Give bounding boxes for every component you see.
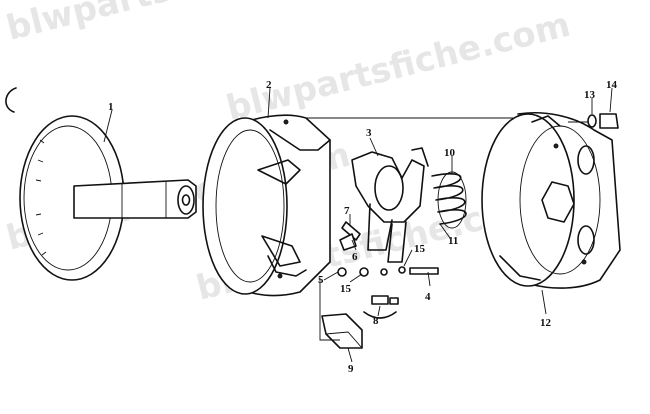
part-8-roller <box>371 295 389 305</box>
cover-rivet <box>283 119 289 125</box>
part-15-washer <box>380 268 388 276</box>
leader-5 <box>323 271 339 281</box>
callout-10: 10 <box>444 147 456 159</box>
cover-rivet <box>277 273 283 279</box>
part-2-clutch-cover <box>202 114 520 297</box>
part-12-driven-drum <box>481 111 621 289</box>
washer <box>587 114 597 128</box>
callout-14: 14 <box>606 79 618 91</box>
shaft-end <box>177 185 195 215</box>
cover-top-bracket <box>269 129 331 151</box>
leader-9 <box>347 347 353 363</box>
leader-14 <box>609 87 613 113</box>
spider-ear <box>411 147 429 167</box>
bolt <box>599 113 619 129</box>
leader-6 <box>351 239 357 251</box>
part-1-drive-disc <box>19 115 197 281</box>
part-6-bushing <box>339 233 357 251</box>
leader-15b <box>349 273 363 283</box>
cover-inner-lip <box>215 129 285 283</box>
callout-9: 9 <box>348 363 354 375</box>
part-8-pin <box>389 297 399 305</box>
callout-1: 1 <box>108 101 114 113</box>
cover-tab <box>267 255 307 277</box>
weight-arm-left <box>367 203 393 251</box>
drum-port <box>577 225 595 255</box>
part-8-bracket <box>363 311 397 319</box>
leader-lines <box>103 87 613 363</box>
edge-mark <box>5 87 17 113</box>
callout-3: 3 <box>366 127 372 139</box>
part-7-pin <box>341 221 361 241</box>
shaft <box>73 179 197 219</box>
part-9-shoe <box>319 278 363 349</box>
callout-15: 15 <box>414 243 426 255</box>
part-4-bolt <box>409 267 439 275</box>
drum-lug-bottom <box>499 255 541 281</box>
spring-coils <box>431 172 467 225</box>
leader-1 <box>103 109 113 143</box>
watermark-text: blwpartsfiche.com <box>3 0 355 49</box>
callout-5: 5 <box>318 274 324 286</box>
drum-face <box>481 113 575 287</box>
leader-11 <box>439 223 451 239</box>
callout-7: 7 <box>344 205 350 217</box>
spider-hub <box>374 165 404 211</box>
drum-lug-top <box>531 115 561 127</box>
callout-13: 13 <box>584 89 596 101</box>
part-5-nut <box>337 267 347 277</box>
spider-body <box>351 151 425 223</box>
leader-2 <box>267 87 271 119</box>
shoe-body <box>321 313 363 349</box>
disc-shading <box>35 139 47 256</box>
callout-12: 12 <box>540 317 552 329</box>
callout-6: 6 <box>352 251 358 263</box>
weight-arm-right <box>387 221 407 263</box>
callout-8: 8 <box>373 315 379 327</box>
part-13-14-bolt <box>568 113 619 129</box>
drum-port <box>577 145 595 175</box>
callout-15: 15 <box>340 283 352 295</box>
drum-hex-bore <box>541 181 575 223</box>
small-hardware <box>337 221 439 319</box>
shaft-bore <box>181 194 191 206</box>
callout-2: 2 <box>266 79 272 91</box>
callout-4: 4 <box>425 291 431 303</box>
callout-11: 11 <box>448 235 458 247</box>
part-15-washer <box>398 266 406 274</box>
leader-12 <box>541 289 547 315</box>
cover-arm-lower <box>261 235 301 267</box>
leader-8 <box>377 305 381 317</box>
cover-arm-upper <box>257 159 301 185</box>
part-3-spider-assembly <box>351 147 429 263</box>
leader-15a <box>403 249 413 267</box>
leader-3 <box>369 137 379 157</box>
watermark-text: blwpartsfiche.com <box>223 5 575 129</box>
cover-rim <box>202 117 288 295</box>
drum-rivet <box>553 143 559 149</box>
callout-labels: 1 2 3 4 5 6 7 8 9 10 11 12 13 14 15 15 <box>108 79 618 375</box>
shoe-guide-line <box>319 278 340 341</box>
shoe-edge <box>325 331 363 349</box>
leader-4 <box>427 271 431 287</box>
drum-rivet <box>581 259 587 265</box>
